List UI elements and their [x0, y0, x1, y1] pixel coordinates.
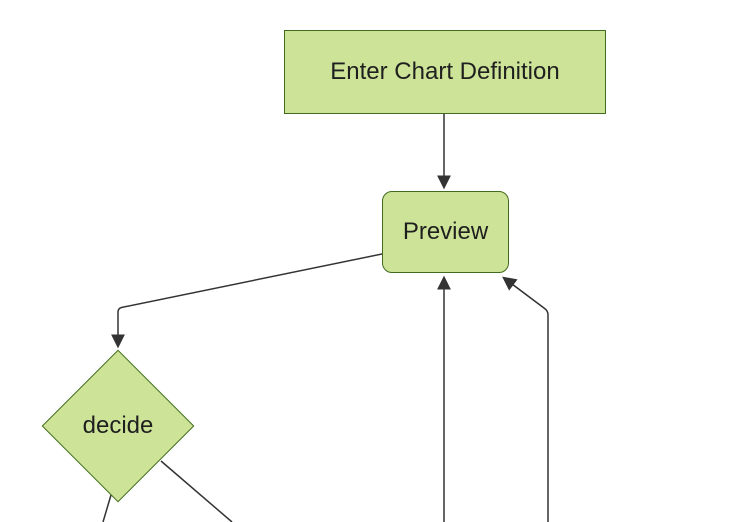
- node-decide: decide: [42, 402, 194, 449]
- edge-decide-to-bottom-right: [160, 460, 233, 522]
- node-preview-label: Preview: [402, 218, 489, 245]
- node-preview: Preview: [382, 191, 509, 273]
- edge-bottom-right-to-preview: [502, 276, 549, 522]
- node-enter-chart-definition: Enter Chart Definition: [284, 30, 606, 114]
- edge-decide-to-bottom-left: [102, 494, 112, 522]
- node-decide-label: decide: [82, 411, 154, 439]
- edge-preview-to-decide: [111, 253, 383, 349]
- node-enter-chart-definition-label: Enter Chart Definition: [330, 58, 560, 85]
